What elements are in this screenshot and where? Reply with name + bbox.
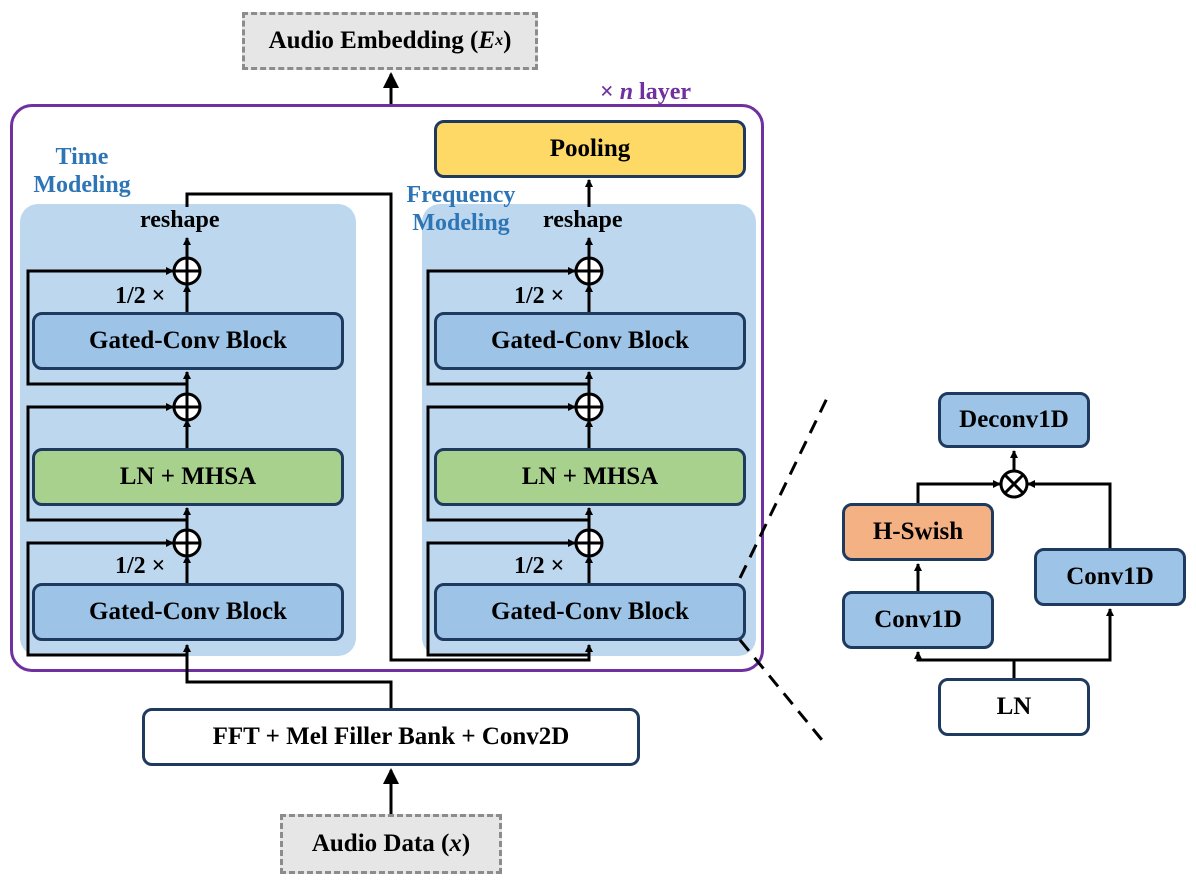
- zoom-line-lower: [738, 639, 824, 741]
- ln-label: LN: [996, 693, 1032, 720]
- fft-label: FFT + Mel Filler Bank + Conv2D: [212, 723, 570, 750]
- audio-data-box: Audio Data (x): [280, 814, 502, 874]
- deconv1d-block: Deconv1D: [938, 392, 1090, 448]
- time-half-scale-top: 1/2 ×: [115, 283, 166, 309]
- pooling-label: Pooling: [549, 135, 631, 162]
- freq-half-scale-bottom: 1/2 ×: [514, 553, 565, 579]
- freq-gated-conv-top-label: Gated-Conv Block: [491, 327, 689, 354]
- time-half-scale-bottom: 1/2 ×: [115, 553, 166, 579]
- freq-gated-conv-bottom-label: Gated-Conv Block: [491, 598, 689, 625]
- ln-block: LN: [938, 678, 1090, 736]
- freq-sum-node-1: [574, 528, 604, 558]
- time-sum-node-2: [172, 392, 202, 422]
- freq-ln-mhsa-block: LN + MHSA: [434, 448, 746, 506]
- time-gated-conv-bottom-label: Gated-Conv Block: [89, 598, 287, 625]
- freq-ln-mhsa-label: LN + MHSA: [521, 463, 659, 490]
- deconv1d-label: Deconv1D: [959, 406, 1069, 433]
- frequency-modeling-line2: Modeling: [412, 210, 510, 236]
- time-modeling-label: Time Modeling: [20, 143, 144, 199]
- audio-embedding-suffix: ): [503, 27, 512, 54]
- time-modeling-line1: Time: [55, 144, 109, 170]
- conv1d-left-block: Conv1D: [842, 591, 994, 649]
- multiply-node: [999, 469, 1029, 499]
- frequency-modeling-label: Frequency Modeling: [396, 181, 526, 237]
- n-symbol: n: [619, 79, 634, 105]
- freq-half-scale-top: 1/2 ×: [514, 283, 565, 309]
- hswish-block: H-Swish: [842, 503, 994, 561]
- audio-data-symbol: x: [449, 830, 462, 857]
- pooling-block: Pooling: [434, 120, 746, 178]
- conv1d-right-label: Conv1D: [1066, 563, 1154, 590]
- time-modeling-line2: Modeling: [33, 172, 131, 198]
- zoom-line-upper: [738, 391, 832, 579]
- layer-text: layer: [633, 79, 692, 105]
- freq-sum-node-2: [574, 392, 604, 422]
- time-gated-conv-block-bottom: Gated-Conv Block: [32, 583, 344, 641]
- freq-sum-node-3: [574, 256, 604, 286]
- audio-embedding-prefix: Audio Embedding (: [268, 27, 479, 54]
- freq-gated-conv-block-bottom: Gated-Conv Block: [434, 583, 746, 641]
- time-ln-mhsa-label: LN + MHSA: [119, 463, 257, 490]
- time-sum-node-1: [172, 528, 202, 558]
- audio-data-prefix: Audio Data (: [311, 830, 450, 857]
- audio-data-suffix: ): [461, 830, 471, 857]
- frequency-modeling-line1: Frequency: [406, 182, 516, 208]
- n-layer-frame: [10, 104, 764, 672]
- time-reshape-label: reshape: [140, 207, 220, 233]
- conv1d-right-block: Conv1D: [1034, 548, 1186, 606]
- hswish-label: H-Swish: [872, 518, 964, 545]
- time-gated-conv-block-top: Gated-Conv Block: [32, 312, 344, 370]
- fft-mel-conv2d-block: FFT + Mel Filler Bank + Conv2D: [142, 708, 640, 766]
- time-sum-node-3: [172, 256, 202, 286]
- conv1d-left-label: Conv1D: [874, 606, 962, 633]
- audio-embedding-symbol: E: [478, 27, 496, 54]
- freq-gated-conv-block-top: Gated-Conv Block: [434, 312, 746, 370]
- n-layer-label: × n layer: [600, 79, 691, 106]
- times-symbol: ×: [600, 79, 614, 105]
- audio-embedding-superscript: x: [495, 32, 504, 49]
- time-ln-mhsa-block: LN + MHSA: [32, 448, 344, 506]
- arrow-time-to-frequency: [185, 192, 593, 662]
- arrow-fft-to-time: [183, 644, 393, 708]
- frequency-reshape-label: reshape: [543, 207, 623, 233]
- time-gated-conv-top-label: Gated-Conv Block: [89, 327, 287, 354]
